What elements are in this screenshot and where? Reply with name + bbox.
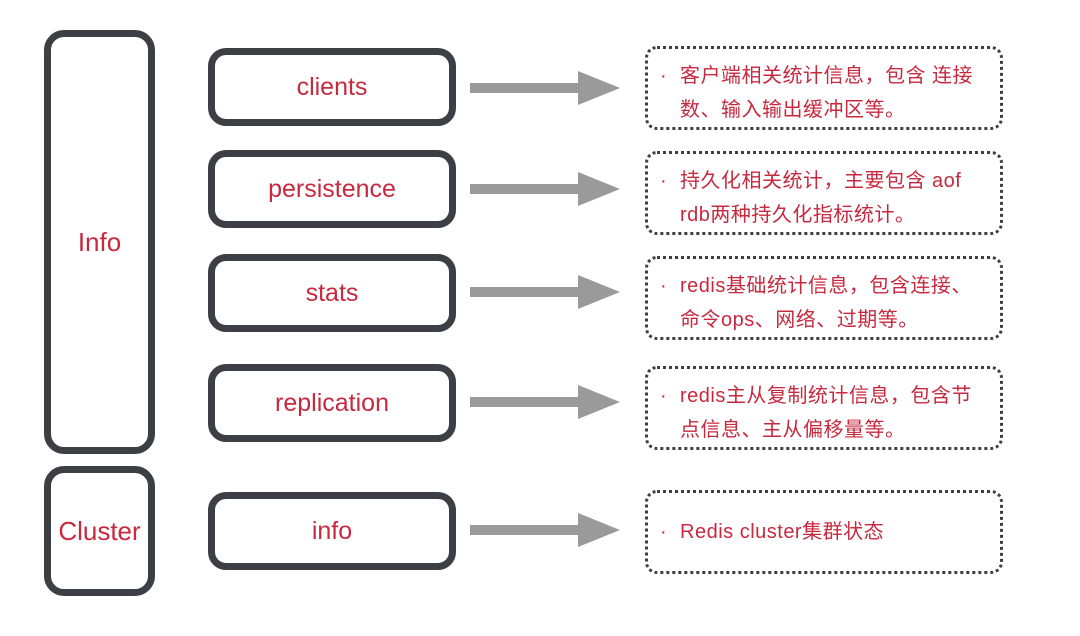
arrow-icon xyxy=(470,71,620,105)
bullet-icon: · xyxy=(660,521,667,543)
description-box-persistence: · 持久化相关统计，主要包含 aof rdb两种持久化指标统计。 xyxy=(645,151,1003,235)
category-box-replication: replication xyxy=(208,364,456,442)
description-box-cluster-info: · Redis cluster集群状态 xyxy=(645,490,1003,574)
arrow-icon xyxy=(470,513,620,547)
category-label: replication xyxy=(275,388,389,417)
bullet-icon: · xyxy=(660,65,667,87)
description-text: Redis cluster集群状态 xyxy=(680,521,885,543)
arrow-icon xyxy=(470,172,620,206)
category-label: info xyxy=(311,516,353,545)
bullet-icon: · xyxy=(660,385,667,407)
category-label: stats xyxy=(305,278,359,307)
category-label: clients xyxy=(296,72,368,101)
info-group-label: Info xyxy=(77,226,122,257)
arrow-icon xyxy=(470,275,620,309)
description-text: redis基础统计信息，包含连接、命令ops、网络、过期等。 xyxy=(680,275,972,331)
description-text: redis主从复制统计信息，包含节点信息、主从偏移量等。 xyxy=(680,385,972,441)
category-label: persistence xyxy=(268,174,396,203)
category-box-clients: clients xyxy=(208,48,456,126)
bullet-icon: · xyxy=(660,170,667,192)
cluster-group-label: Cluster xyxy=(58,515,141,546)
bullet-icon: · xyxy=(660,275,667,297)
cluster-group-box: Cluster xyxy=(44,466,155,596)
category-box-stats: stats xyxy=(208,254,456,332)
category-box-persistence: persistence xyxy=(208,150,456,228)
description-box-replication: · redis主从复制统计信息，包含节点信息、主从偏移量等。 xyxy=(645,366,1003,450)
info-group-box: Info xyxy=(44,30,155,454)
arrow-icon xyxy=(470,385,620,419)
description-box-stats: · redis基础统计信息，包含连接、命令ops、网络、过期等。 xyxy=(645,256,1003,340)
category-box-cluster-info: info xyxy=(208,492,456,570)
description-text: 客户端相关统计信息，包含 连接数、输入输出缓冲区等。 xyxy=(680,65,974,121)
description-text: 持久化相关统计，主要包含 aof rdb两种持久化指标统计。 xyxy=(680,170,962,226)
description-box-clients: · 客户端相关统计信息，包含 连接数、输入输出缓冲区等。 xyxy=(645,46,1003,130)
